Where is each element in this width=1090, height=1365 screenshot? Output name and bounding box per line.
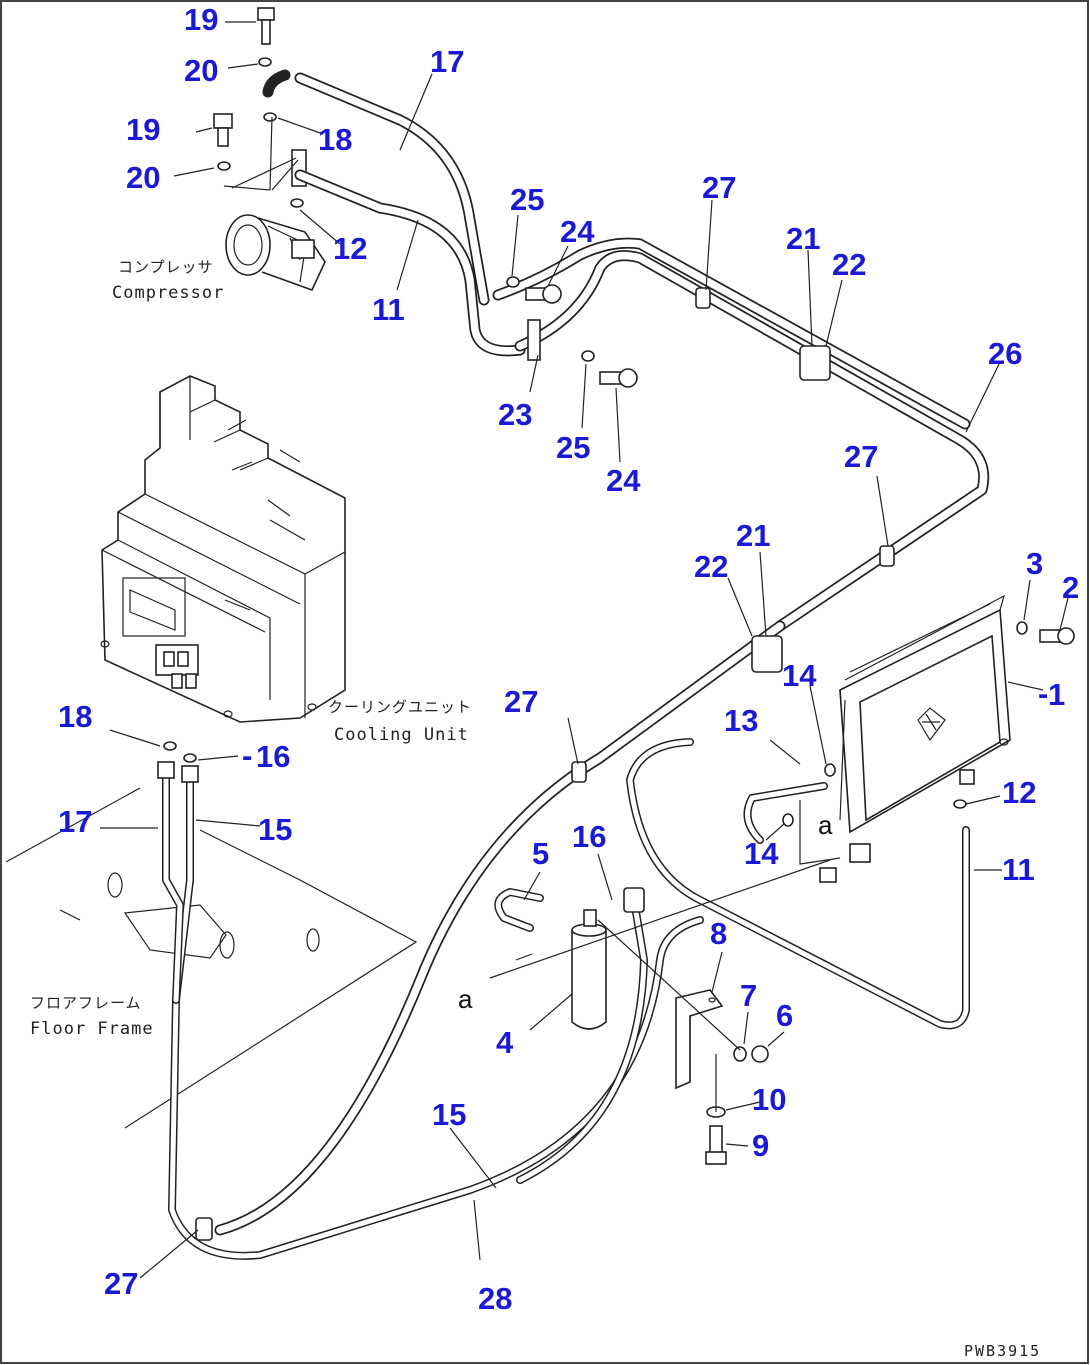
callout-8: 8: [710, 916, 727, 951]
compressor-label-jp: コンプレッサ: [118, 258, 214, 276]
callout-27: 27: [104, 1266, 138, 1301]
callout-22: 22: [832, 247, 866, 282]
callout-19: 19: [126, 112, 160, 147]
hose-16: [516, 896, 648, 1184]
callout-25: 25: [510, 182, 544, 217]
floor-frame: [5, 787, 418, 1129]
callout-21: 21: [736, 518, 770, 553]
callout-9: 9: [752, 1128, 769, 1163]
ref-a-upper: a: [818, 810, 833, 840]
ref-a-lower: a: [458, 984, 473, 1014]
floor-frame-label-en: Floor Frame: [30, 1019, 154, 1039]
callout-17: 17: [58, 804, 92, 839]
callout-26: 26: [988, 336, 1022, 371]
drawing-code: PWB3915: [964, 1342, 1041, 1360]
receiver-dryer: [571, 909, 607, 1030]
callout-16: 16: [256, 739, 290, 774]
callout-11: 11: [372, 292, 405, 327]
callout-2: 2: [1062, 570, 1079, 605]
callout-6: 6: [776, 998, 793, 1033]
callout-20: 20: [184, 53, 218, 88]
hose-17-upper: [262, 69, 490, 306]
pipe-lower-main: [214, 620, 786, 1236]
hose-11-right: [626, 738, 970, 1030]
hose-13: [743, 782, 828, 844]
callout-27: 27: [504, 684, 538, 719]
callout-7: 7: [740, 978, 757, 1013]
callout-dash: -: [1038, 676, 1048, 711]
callout-27: 27: [702, 170, 736, 205]
callout-14: 14: [744, 836, 779, 871]
callout-27: 27: [844, 439, 878, 474]
cooling-unit-label-jp: クーリングユニット: [328, 698, 472, 716]
compressor-label-en: Compressor: [112, 283, 224, 303]
hose-5: [494, 888, 544, 932]
hose-11-upper: [294, 169, 526, 357]
callout-24: 24: [606, 463, 641, 498]
condenser-emblem: [917, 707, 946, 742]
callout-labels: 19 20 17 19 18 20 12 11 25 24 27 21 22 2…: [58, 2, 1079, 1316]
callout-18: 18: [318, 122, 352, 157]
callout-23: 23: [498, 397, 532, 432]
callout-14: 14: [782, 658, 817, 693]
callout-22: 22: [694, 549, 728, 584]
hardware: [157, 7, 1075, 1165]
condenser: [839, 594, 1011, 834]
callout-1: 1: [1048, 677, 1065, 712]
callout-25: 25: [556, 430, 590, 465]
callout-dash: -: [242, 738, 252, 773]
component-labels: コンプレッサ Compressor クーリングユニット Cooling Unit…: [30, 258, 1041, 1360]
callout-28: 28: [478, 1281, 512, 1316]
callout-16: 16: [572, 819, 606, 854]
hose-17-lower: [162, 774, 184, 1004]
callout-4: 4: [496, 1025, 514, 1060]
bracket: [675, 989, 724, 1090]
floor-frame-label-jp: フロアフレーム: [30, 994, 142, 1012]
compressor: [225, 149, 326, 292]
callout-21: 21: [786, 221, 820, 256]
callout-17: 17: [430, 44, 464, 79]
callout-11: 11: [1002, 852, 1035, 887]
cooling-unit: [100, 375, 346, 723]
callout-13: 13: [724, 703, 758, 738]
callout-5: 5: [532, 836, 549, 871]
callout-24: 24: [560, 214, 595, 249]
callout-18: 18: [58, 699, 92, 734]
callout-20: 20: [126, 160, 160, 195]
cooling-unit-label-en: Cooling Unit: [334, 725, 469, 745]
callout-12: 12: [333, 231, 367, 266]
leader-lines: [100, 21, 1069, 1279]
callout-15: 15: [432, 1097, 466, 1132]
callout-10: 10: [752, 1082, 786, 1117]
hose-15-loop: [168, 776, 704, 1260]
callout-3: 3: [1026, 546, 1043, 581]
callout-12: 12: [1002, 775, 1036, 810]
callout-15: 15: [258, 812, 292, 847]
callout-19: 19: [184, 2, 218, 37]
pipe-upper-main: [492, 237, 990, 632]
clamps: [195, 287, 895, 1241]
